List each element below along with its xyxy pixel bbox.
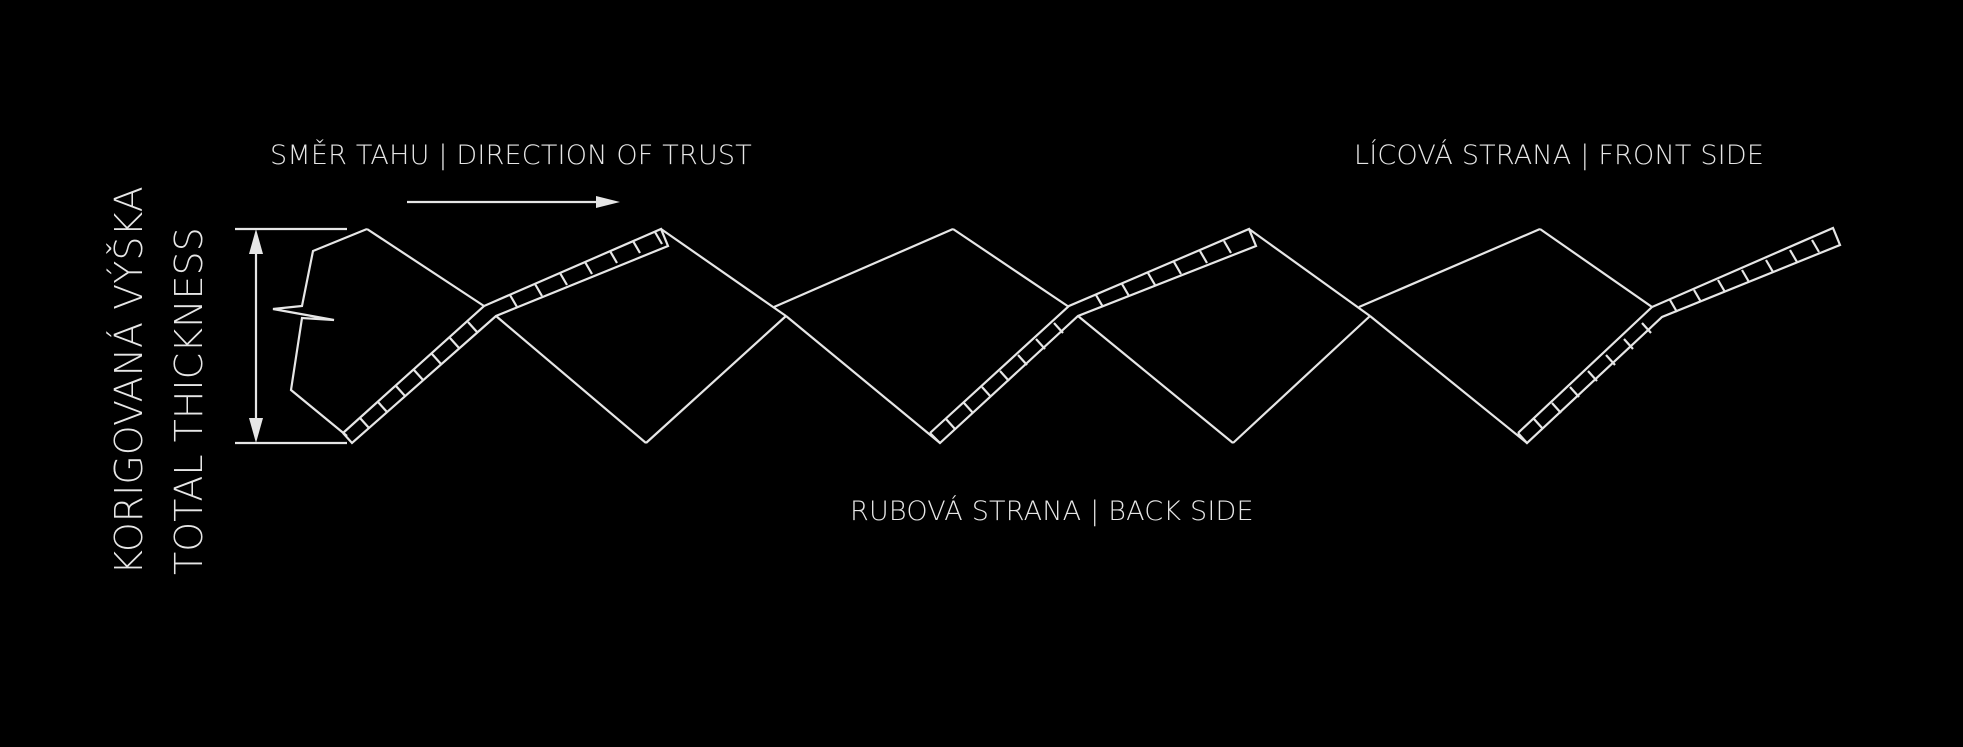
hatched-layer-2 (929, 227, 1258, 445)
profile-outline (366, 227, 1653, 444)
pull-direction-label: SMĚR TAHU | DIRECTION OF TRUST (270, 140, 752, 171)
double-arrow-vertical-icon (235, 227, 347, 445)
front-side-label: LÍCOVÁ STRANA | FRONT SIDE (1354, 140, 1765, 171)
break-line-icon (272, 227, 368, 437)
back-side-label: RUBOVÁ STRANA | BACK SIDE (850, 496, 1254, 527)
hatched-layer-1 (342, 227, 670, 445)
arrow-right-icon (407, 196, 620, 208)
hatched-layer-3 (1517, 226, 1842, 445)
